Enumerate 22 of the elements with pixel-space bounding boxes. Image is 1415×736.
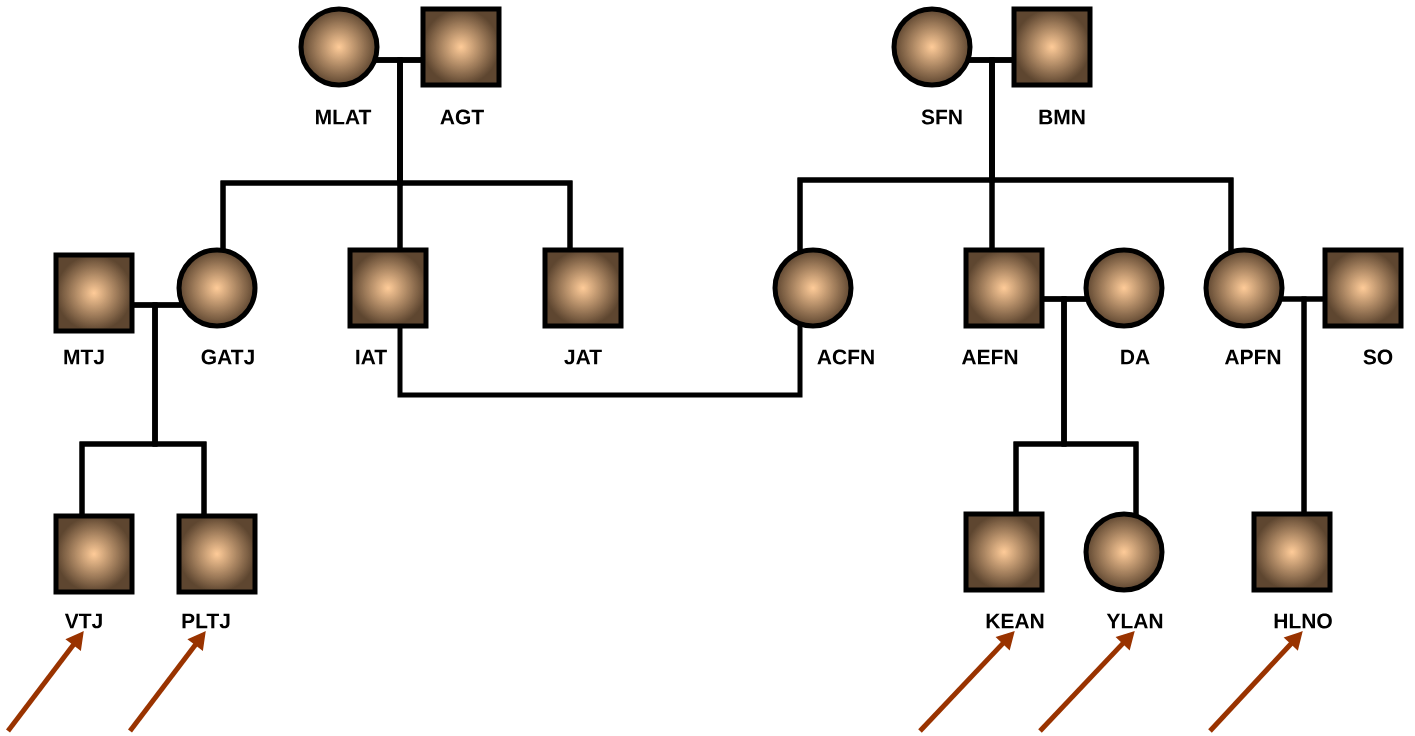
person-label: YLAN	[1106, 613, 1163, 629]
descent-line	[1061, 296, 1139, 516]
person-label: IAT	[356, 349, 387, 365]
person-label: KEAN	[986, 613, 1044, 629]
person-label: JAT	[564, 349, 602, 365]
marriage-line	[397, 323, 803, 398]
person-label: GATJ	[201, 349, 254, 365]
descent-line	[1301, 296, 1325, 514]
person-label: APFN	[1224, 349, 1281, 365]
person-label: PLTJ	[182, 613, 230, 629]
person-label: SFN	[921, 109, 962, 125]
person-label: AEFN	[961, 349, 1018, 365]
descent-line	[152, 302, 207, 516]
person-label: DA	[1121, 349, 1150, 365]
person-label: MTJ	[64, 349, 104, 365]
person-label: SO	[1363, 349, 1393, 365]
person-label: VTJ	[64, 613, 102, 629]
person-label: AGT	[440, 109, 484, 125]
person-label: BMN	[1039, 109, 1085, 125]
person-label: HLNO	[1274, 613, 1332, 629]
person-label: ACFN	[817, 349, 874, 365]
person-label: MLAT	[316, 109, 372, 125]
